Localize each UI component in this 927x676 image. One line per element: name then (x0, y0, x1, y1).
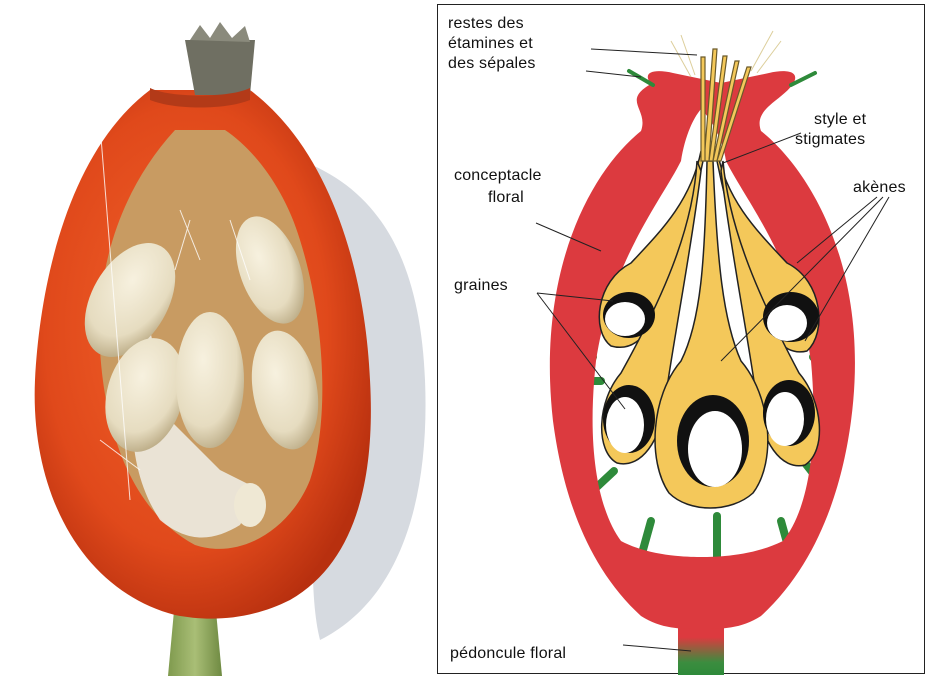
label-akenes: akènes (853, 177, 906, 198)
crown-shape (185, 40, 255, 95)
label-style-line1: style et (814, 109, 866, 130)
label-pedoncule: pédoncule floral (450, 643, 566, 664)
rose-hip-photo (0, 0, 440, 676)
seed (176, 312, 244, 448)
label-restes-line1: restes des (448, 13, 524, 34)
label-conceptacle-line1: conceptacle (454, 165, 542, 186)
label-conceptacle-line2: floral (488, 187, 524, 208)
rose-hip-photo-drawing (0, 0, 440, 676)
label-restes-line2: étamines et (448, 33, 533, 54)
rose-hip-diagram: restes des étamines et des sépales style… (437, 4, 925, 674)
label-graines: graines (454, 275, 508, 296)
seed (234, 483, 266, 527)
label-restes-line3: des sépales (448, 53, 536, 74)
diagram-drawing (438, 5, 926, 675)
label-style-line2: stigmates (795, 129, 865, 150)
